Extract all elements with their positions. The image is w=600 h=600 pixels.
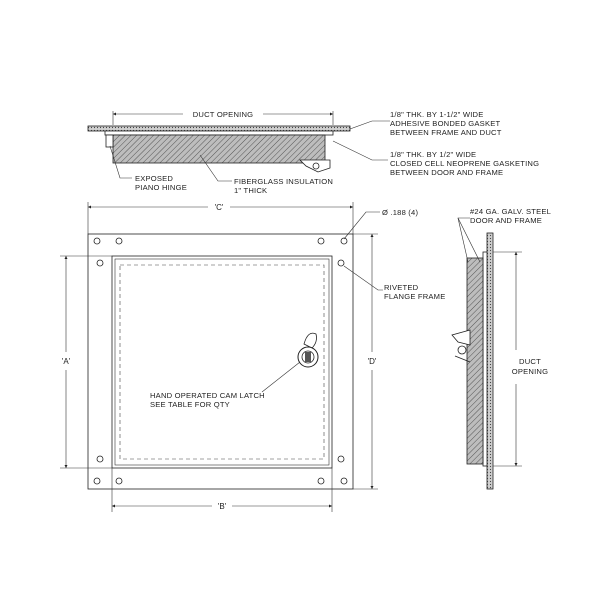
latch-label-line1: HAND OPERATED CAM LATCH [150, 391, 265, 400]
mount-hole-tl [93, 237, 101, 245]
door-panel [111, 255, 333, 469]
mount-hole-tr [340, 237, 348, 245]
dim-d-label: 'D' [368, 357, 377, 366]
leader-adhesive-gasket [349, 120, 390, 130]
mount-hole-l2 [96, 455, 104, 463]
mount-hole-l1 [96, 259, 104, 267]
mount-hole-br2 [317, 477, 325, 485]
dim-c-label: 'C' [215, 203, 224, 212]
leader-neoprene-gasket [332, 140, 388, 161]
insulation-label-line1: FIBERGLASS INSULATION [234, 177, 333, 186]
top-section-view: DUCT OPENING 1/8" THK. BY 1-1/2" WIDE AD… [87, 110, 539, 195]
side-cam-latch-knob [457, 345, 467, 355]
side-gasket-strip [486, 232, 494, 490]
gasket-neoprene-line2: CLOSED CELL NEOPRENE GASKETING [390, 159, 539, 168]
gasket-neoprene-line3: BETWEEN DOOR AND FRAME [390, 168, 503, 177]
cam-latch-knob [312, 162, 320, 170]
mount-hole-br [340, 477, 348, 485]
leader-cam-latch [261, 361, 301, 393]
hole-note-label: Ø .188 (4) [382, 208, 418, 217]
insulation-label-line2: 1" THICK [234, 186, 267, 195]
leader-piano-hinge [109, 145, 132, 179]
side-duct-label-line1: DUCT [519, 357, 541, 366]
leader-steel-1 [457, 217, 470, 263]
leader-hole-note [343, 211, 380, 240]
insulation-outline [119, 264, 325, 460]
mount-hole-tl2 [115, 237, 123, 245]
hinge-label-line1: EXPOSED [135, 174, 173, 183]
dim-b-label: 'B' [218, 502, 227, 511]
leader-riveted-frame [343, 265, 383, 291]
leader-insulation [199, 154, 232, 182]
piano-hinge-section [105, 134, 114, 148]
side-cam-latch-handle [454, 355, 471, 363]
duct-opening-top-label: DUCT OPENING [193, 110, 253, 119]
cam-latch-section [299, 159, 331, 173]
mount-hole-bl2 [115, 477, 123, 485]
gasket-neoprene-line1: 1/8" THK. BY 1/2" WIDE [390, 150, 476, 159]
duct-gasket-strip [87, 125, 351, 132]
latch-label-line2: SEE TABLE FOR QTY [150, 400, 230, 409]
outer-frame [87, 233, 354, 490]
side-section-view: #24 GA. GALV. STEEL DOOR AND FRAME DUCT … [451, 207, 551, 490]
gasket-adhesive-line3: BETWEEN FRAME AND DUCT [390, 128, 502, 137]
hinge-label-line2: PIANO HINGE [135, 183, 187, 192]
cam-latch-front [297, 332, 319, 368]
gasket-adhesive-line2: ADHESIVE BONDED GASKET [390, 119, 500, 128]
gasket-adhesive-line1: 1/8" THK. BY 1-1/2" WIDE [390, 110, 483, 119]
mount-hole-bl [93, 477, 101, 485]
mount-hole-r1 [337, 259, 345, 267]
riveted-label-line2: FLANGE FRAME [384, 292, 445, 301]
steel-label-line2: DOOR AND FRAME [470, 216, 542, 225]
fiberglass-insulation-section [112, 134, 326, 164]
mount-hole-r2 [337, 455, 345, 463]
side-frame-flange [482, 251, 488, 467]
steel-label-line1: #24 GA. GALV. STEEL [470, 207, 551, 216]
mount-hole-tr2 [317, 237, 325, 245]
leader-steel-2 [457, 217, 481, 263]
dim-a-label: 'A' [62, 357, 71, 366]
riveted-label-line1: RIVETED [384, 283, 419, 292]
front-elevation-view: 'C' 'A' [60, 202, 445, 512]
side-insulation-section [466, 257, 484, 465]
side-duct-label-line2: OPENING [512, 367, 548, 376]
door-panel-inner-edge [114, 258, 330, 466]
frame-flange-section [104, 130, 334, 136]
side-cam-latch [451, 329, 471, 346]
